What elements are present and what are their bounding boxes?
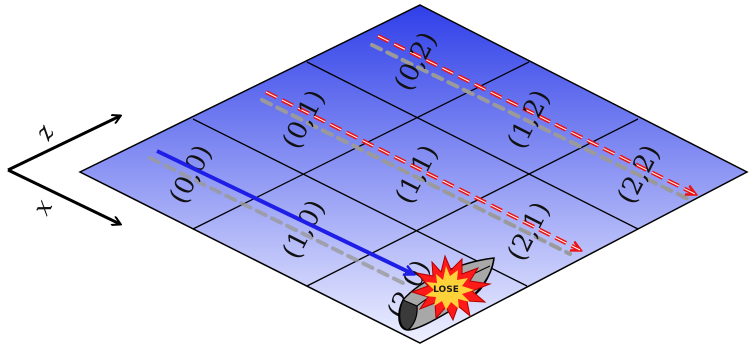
- grid-lines: [192, 61, 639, 287]
- x-axis-label: x: [27, 195, 58, 220]
- z-axis-arrow: [7, 116, 120, 172]
- axes: [7, 116, 120, 224]
- lose-label: LOSE: [433, 285, 459, 295]
- player-path: [156, 149, 413, 274]
- board-surface: [78, 4, 749, 344]
- x-axis-arrow: [7, 168, 120, 224]
- z-axis-label: z: [29, 120, 60, 145]
- explosion-burst-icon: [410, 254, 492, 322]
- enemy-paths: [265, 34, 695, 252]
- shadow-paths: [148, 43, 692, 286]
